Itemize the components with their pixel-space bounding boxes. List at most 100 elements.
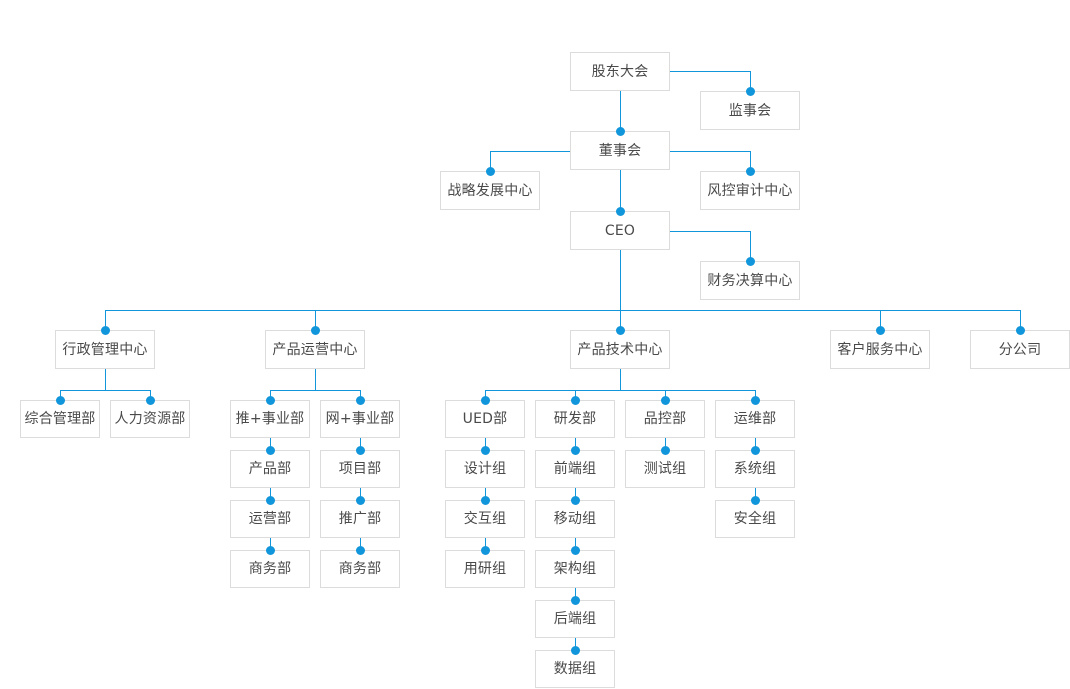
org-node-label: CEO <box>604 222 636 239</box>
org-node[interactable]: 后端组 <box>535 600 615 638</box>
org-node-label: 后端组 <box>553 611 597 627</box>
org-node[interactable]: 分公司 <box>970 330 1070 369</box>
ops-drop-1 <box>270 390 271 400</box>
org-node[interactable]: 产品部 <box>230 450 310 488</box>
org-node[interactable]: 产品技术中心 <box>570 330 670 369</box>
org-node[interactable]: 移动组 <box>535 500 615 538</box>
org-node-label: 人力资源部 <box>114 411 186 427</box>
dot-business-dept-b <box>355 545 365 555</box>
org-node-label: 行政管理中心 <box>62 341 148 358</box>
org-node[interactable]: 运营部 <box>230 500 310 538</box>
org-node-label: 安全组 <box>733 511 777 527</box>
org-node[interactable]: 推广部 <box>320 500 400 538</box>
dot-ued-dept <box>480 395 490 405</box>
org-node[interactable]: 董事会 <box>570 131 670 170</box>
org-node-label: 用研组 <box>463 561 507 577</box>
dot-board <box>615 126 625 136</box>
tech-drop-4 <box>755 390 756 400</box>
org-node[interactable]: 架构组 <box>535 550 615 588</box>
org-node-label: 品控部 <box>643 411 687 427</box>
org-node[interactable]: 网+事业部 <box>320 400 400 438</box>
org-node[interactable]: 商务部 <box>230 550 310 588</box>
dot-tech-center <box>615 325 625 335</box>
dot-push-bu <box>265 395 275 405</box>
ops-stem-v <box>315 369 316 390</box>
org-node-label: 产品技术中心 <box>577 341 663 358</box>
dot-arch-group <box>570 545 580 555</box>
tech-drop-3 <box>665 390 666 400</box>
org-node[interactable]: 研发部 <box>535 400 615 438</box>
trunk-drop-product-ops <box>315 310 316 330</box>
org-node[interactable]: 数据组 <box>535 650 615 688</box>
org-node-label: 项目部 <box>338 461 382 477</box>
dot-risk <box>745 166 755 176</box>
admin-bar-h <box>60 390 150 391</box>
org-node[interactable]: 股东大会 <box>570 52 670 91</box>
ceo-to-finance-v <box>750 231 751 261</box>
chain-rd-2 <box>575 488 576 500</box>
dot-net-bu <box>355 395 365 405</box>
board-to-ceo-v <box>620 170 621 211</box>
tech-stem-v <box>620 369 621 390</box>
org-node[interactable]: 安全组 <box>715 500 795 538</box>
org-node[interactable]: 前端组 <box>535 450 615 488</box>
org-node[interactable]: 风控审计中心 <box>700 171 800 210</box>
dot-admin-center <box>100 325 110 335</box>
org-node[interactable]: 系统组 <box>715 450 795 488</box>
chain-ops2-1 <box>755 438 756 450</box>
admin-stem-v <box>105 369 106 390</box>
trunk-drop-product-tech <box>620 310 621 330</box>
board-to-strategy-v <box>490 151 491 171</box>
ceo-trunk-h <box>105 310 1020 311</box>
org-node-label: 研发部 <box>553 411 597 427</box>
org-node[interactable]: 行政管理中心 <box>55 330 155 369</box>
dot-system-group <box>750 445 760 455</box>
org-node[interactable]: 设计组 <box>445 450 525 488</box>
tech-bar-h <box>485 390 755 391</box>
org-node[interactable]: 监事会 <box>700 91 800 130</box>
org-node-label: 前端组 <box>553 461 597 477</box>
org-node[interactable]: 产品运营中心 <box>265 330 365 369</box>
dot-general-admin <box>55 395 65 405</box>
chain-ops2-2 <box>755 488 756 500</box>
trunk-drop-customer <box>880 310 881 330</box>
org-node[interactable]: CEO <box>570 211 670 250</box>
org-node[interactable]: 测试组 <box>625 450 705 488</box>
org-node[interactable]: 交互组 <box>445 500 525 538</box>
org-node[interactable]: 品控部 <box>625 400 705 438</box>
org-node-label: 监事会 <box>728 102 772 119</box>
dot-operation-dept <box>265 495 275 505</box>
org-node[interactable]: 人力资源部 <box>110 400 190 438</box>
dot-backend-group <box>570 595 580 605</box>
org-node[interactable]: 项目部 <box>320 450 400 488</box>
org-node-label: 综合管理部 <box>24 411 96 427</box>
org-node[interactable]: 客户服务中心 <box>830 330 930 369</box>
org-node-label: 战略发展中心 <box>447 182 533 199</box>
chain-ops-b-2 <box>360 488 361 500</box>
org-node-label: 数据组 <box>553 661 597 677</box>
org-node-label: 财务决算中心 <box>707 272 793 289</box>
org-node[interactable]: 综合管理部 <box>20 400 100 438</box>
dot-supervisors <box>745 86 755 96</box>
org-node-label: 架构组 <box>553 561 597 577</box>
ceo-to-finance-h <box>670 231 750 232</box>
tech-drop-2 <box>575 390 576 400</box>
trunk-drop-branch <box>1020 310 1021 330</box>
dot-promotion-dept <box>355 495 365 505</box>
org-node-label: UED部 <box>462 411 508 427</box>
org-node[interactable]: 运维部 <box>715 400 795 438</box>
org-node-label: 商务部 <box>338 561 382 577</box>
chain-ued-3 <box>485 538 486 550</box>
chain-ops-a-1 <box>270 438 271 450</box>
org-node[interactable]: 商务部 <box>320 550 400 588</box>
ops-drop-2 <box>360 390 361 400</box>
chain-rd-3 <box>575 538 576 550</box>
org-node[interactable]: UED部 <box>445 400 525 438</box>
dot-finance <box>745 256 755 266</box>
org-node[interactable]: 财务决算中心 <box>700 261 800 300</box>
org-node[interactable]: 战略发展中心 <box>440 171 540 210</box>
org-node[interactable]: 推+事业部 <box>230 400 310 438</box>
org-node[interactable]: 用研组 <box>445 550 525 588</box>
org-node-label: 分公司 <box>998 341 1042 358</box>
